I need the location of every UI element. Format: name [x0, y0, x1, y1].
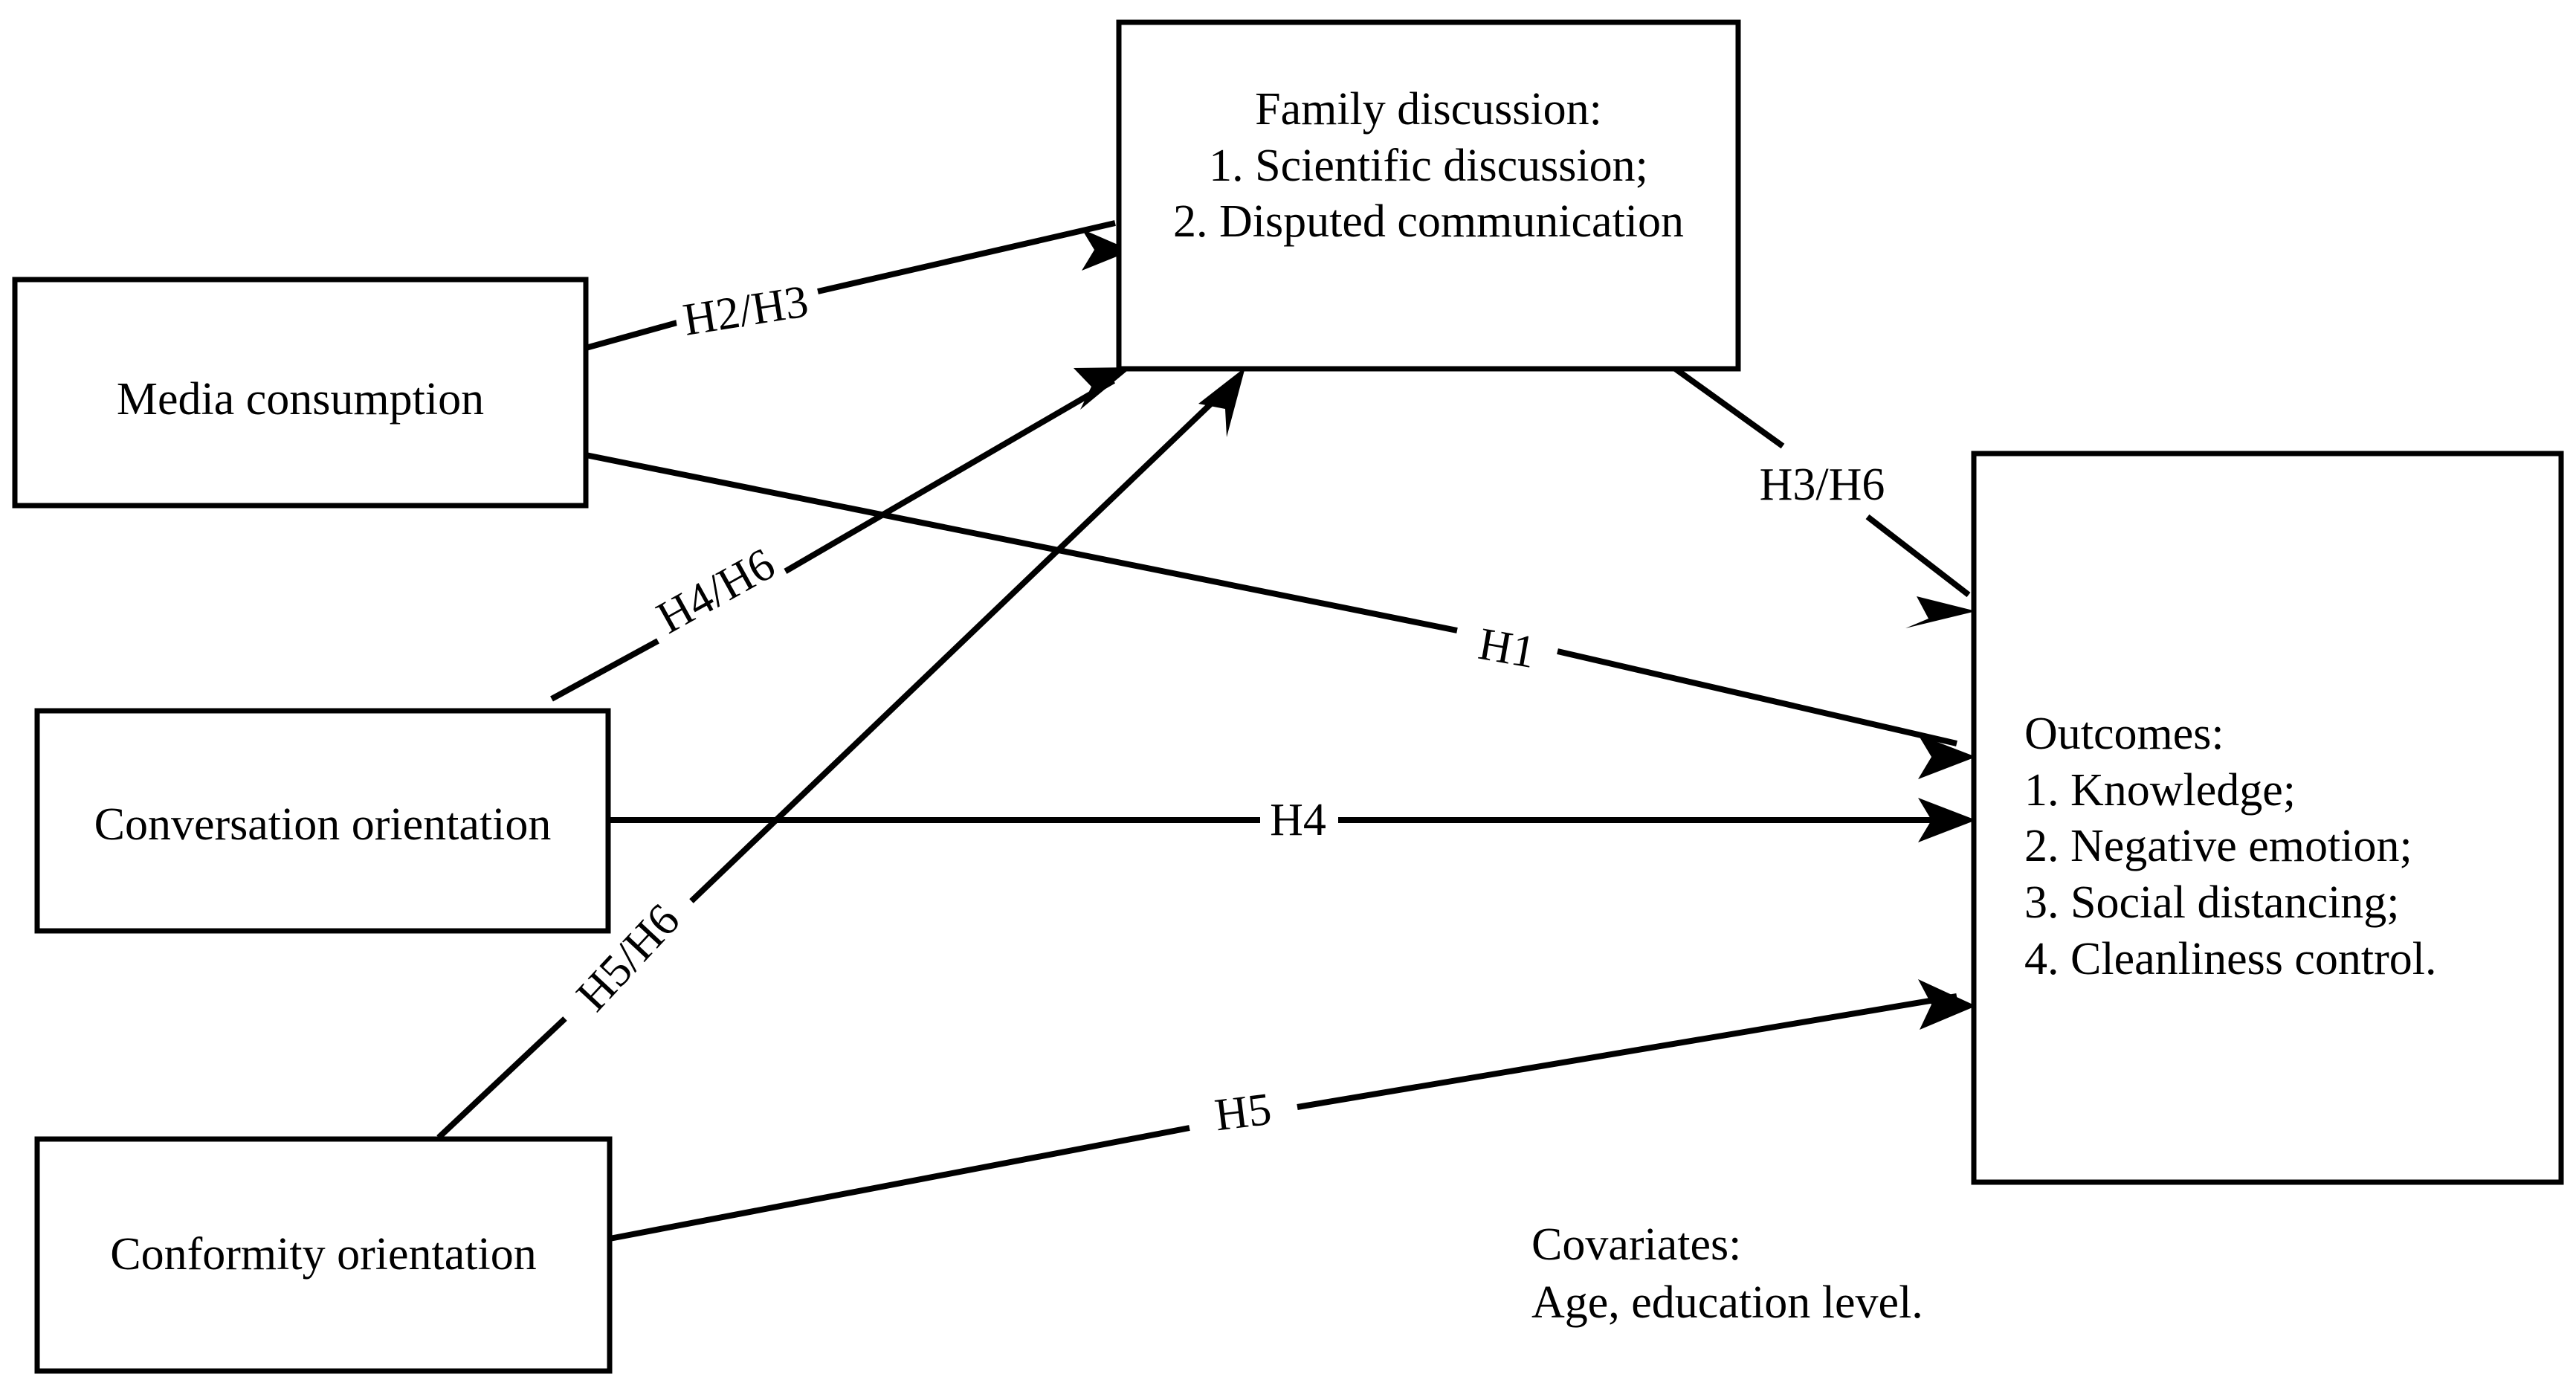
box-label-conversation-orientation: Conversation orientation [94, 799, 552, 850]
edge-label-h5: H5 [1204, 1083, 1282, 1141]
edge-line-h5-seg1 [609, 1125, 1190, 1242]
edge-line-h5-seg2 [1297, 993, 1957, 1110]
family-discussion-title: Family discussion: [1255, 84, 1602, 135]
box-label-outcomes: Outcomes: 1. Knowledge; 2. Negative emot… [2024, 706, 2545, 987]
family-discussion-item-1: 1. Scientific discussion; [1209, 140, 1648, 191]
edge-line-h1-seg1 [585, 452, 1458, 633]
edge-line-h2h3-seg1 [584, 317, 689, 351]
edge-line-h3h6-seg1 [1672, 365, 1785, 449]
box-label-conformity-orientation: Conformity orientation [110, 1229, 537, 1280]
outcomes-item-3: 3. Social distancing; [2024, 877, 2400, 928]
outcomes-title: Outcomes: [2024, 709, 2224, 759]
edge-line-h4h6-seg1 [550, 638, 659, 702]
outcomes-item-2: 2. Negative emotion; [2024, 821, 2412, 872]
outcomes-item-4: 4. Cleanliness control. [2024, 933, 2437, 984]
outcomes-item-1: 1. Knowledge; [2024, 764, 2296, 816]
edge-line-h1-seg2 [1557, 648, 1957, 746]
edge-line-h5h6-seg2 [689, 383, 1233, 903]
box-conformity-orientation[interactable] [34, 1136, 613, 1374]
edge-line-h5h6-seg1 [436, 1016, 567, 1140]
box-family-discussion[interactable] [1116, 19, 1741, 372]
covariates-note: Covariates: Age, education level. [1531, 1216, 1923, 1332]
box-label-media-consumption: Media consumption [116, 374, 485, 425]
edge-label-h4: H4 [1262, 796, 1334, 845]
covariates-title: Covariates: [1531, 1219, 1742, 1270]
arrowhead-h1 [1918, 735, 1976, 779]
box-media-consumption[interactable] [12, 277, 589, 509]
arrowhead-h5h6 [1198, 367, 1245, 437]
covariates-body: Age, education level. [1531, 1277, 1923, 1328]
arrowhead-h2h3 [1082, 229, 1132, 271]
box-conversation-orientation[interactable] [34, 708, 611, 934]
family-discussion-item-2: 2. Disputed communication [1172, 196, 1685, 248]
edge-line-h4h6-seg2 [775, 378, 1116, 579]
box-label-family-discussion: Family discussion: 1. Scientific discuss… [1119, 82, 1738, 251]
edge-line-h3h6-seg2 [1865, 514, 1971, 598]
box-outcomes[interactable] [1971, 451, 2564, 1185]
arrowhead-h3h6 [1905, 596, 1976, 628]
edge-line-h2h3-seg2 [817, 220, 1116, 294]
arrowhead-h5 [1918, 979, 1976, 1030]
edge-label-h3h6: H3/H6 [1752, 460, 1893, 509]
arrowhead-h4h6 [1074, 367, 1132, 410]
arrowhead-h4 [1918, 798, 1976, 842]
